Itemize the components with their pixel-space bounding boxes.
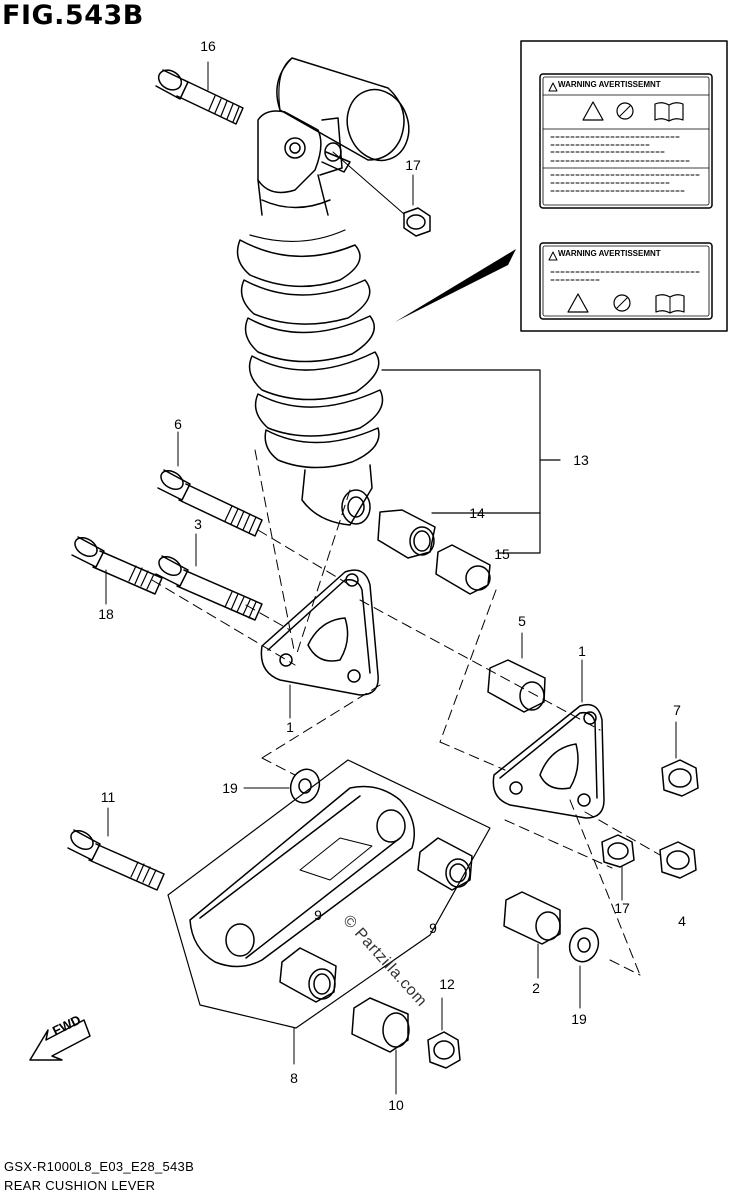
callout-6: 6	[174, 416, 182, 432]
callout-2: 2	[532, 980, 540, 996]
cushion-lever-plate-left	[260, 569, 379, 696]
figure-title: FIG.543B	[2, 0, 144, 31]
model-code: GSX-R1000L8_E03_E28_543B	[4, 1159, 195, 1174]
callout-3: 3	[194, 516, 202, 532]
callout-7: 7	[673, 702, 681, 718]
callout-14: 14	[469, 505, 485, 521]
warning-label-2	[539, 242, 713, 320]
callout-18: 18	[98, 606, 114, 622]
nut-12	[427, 1031, 461, 1069]
callout-1: 1	[578, 643, 586, 659]
bolt-6	[157, 469, 263, 537]
bolt-16	[155, 69, 244, 125]
cushion-lever-plate-right	[492, 703, 605, 819]
callout-4: 4	[678, 913, 686, 929]
section-name: REAR CUSHION LEVER	[4, 1178, 156, 1193]
bushing-14	[377, 509, 436, 559]
callout-10: 10	[388, 1097, 404, 1113]
washer-19-lower	[568, 927, 600, 963]
collar-2	[503, 891, 561, 945]
collar-10	[351, 997, 410, 1053]
callout-19: 19	[571, 1011, 587, 1027]
bolt-18	[71, 536, 163, 595]
warning-label-1-heading: WARNING AVERTISSEMNT	[558, 80, 661, 89]
bolt-11	[67, 829, 165, 891]
bolt-3	[155, 555, 263, 621]
callout-1: 1	[286, 719, 294, 735]
nut-7	[661, 759, 699, 797]
callout-12: 12	[439, 976, 455, 992]
callout-15: 15	[494, 546, 510, 562]
callout-19: 19	[222, 780, 238, 796]
needle-bearing-9-right	[417, 837, 473, 891]
nut-4	[659, 841, 697, 879]
nut-17-upper	[332, 151, 431, 237]
collar-5	[487, 659, 546, 713]
rear-shock-absorber	[236, 57, 410, 526]
callout-16: 16	[200, 38, 216, 54]
warning-label-1	[539, 73, 713, 209]
warning-label-panel	[520, 40, 728, 332]
callout-17: 17	[405, 157, 421, 173]
callout-17: 17	[614, 900, 630, 916]
callout-9: 9	[429, 920, 437, 936]
callout-9: 9	[314, 907, 322, 923]
callout-11: 11	[100, 789, 116, 805]
cushion-rod-9	[189, 785, 415, 968]
needle-bearing-lower	[279, 947, 337, 1003]
warning-label-2-heading: WARNING AVERTISSEMNT	[558, 249, 661, 258]
callout-8: 8	[290, 1070, 298, 1086]
forward-arrow-icon	[29, 1019, 91, 1061]
nut-17-lower	[601, 834, 635, 868]
callout-13: 13	[573, 452, 589, 468]
callout-5: 5	[518, 613, 526, 629]
washer-19-upper	[289, 768, 321, 804]
collar-15	[435, 544, 491, 595]
